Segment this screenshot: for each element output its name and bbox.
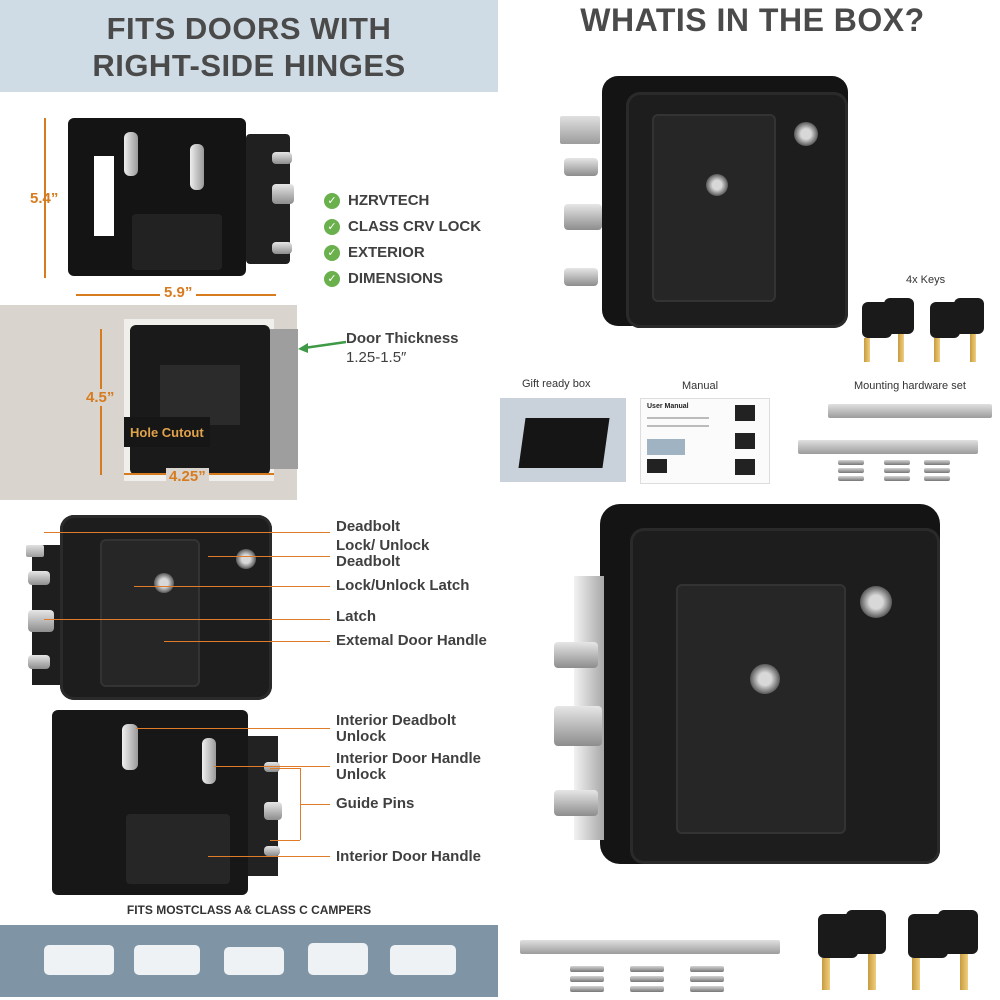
door-thickness-label: Door Thickness	[346, 330, 459, 347]
hole-cutout-label: Hole Cutout	[124, 417, 210, 447]
door-cutout-panel: Hole Cutout 4.5” 4.25”	[0, 305, 298, 500]
feature-item: ✓CLASS CRV LOCK	[324, 218, 499, 235]
keyhole-icon	[706, 174, 728, 196]
check-icon: ✓	[324, 192, 340, 209]
door-thickness-arrow	[298, 340, 347, 353]
hinge-header-line-2: RIGHT-SIDE HINGES	[92, 48, 406, 83]
interior-lock-dimensions: 5.4” 5.9”	[0, 100, 500, 301]
keyhole-icon	[860, 586, 892, 618]
keys-label: 4x Keys	[906, 274, 946, 286]
manual-title: User Manual	[647, 403, 689, 410]
camper-icon	[134, 945, 200, 975]
cutout-width-dimension: 4.25”	[166, 468, 209, 485]
keyhole-icon	[154, 573, 174, 593]
interior-lock-image	[68, 118, 246, 276]
camper-icon	[390, 945, 456, 975]
interior-lock-image-2	[52, 710, 282, 895]
camper-icon	[308, 943, 368, 975]
check-icon: ✓	[324, 218, 340, 235]
callout-external-handle: Extemal Door Handle	[336, 632, 487, 649]
callout-interior-handle: Interior Door Handle	[336, 848, 482, 865]
check-icon: ✓	[324, 270, 340, 287]
callout-interior-deadbolt: Interior Deadbolt Unlock	[336, 712, 457, 745]
camper-icon	[44, 945, 114, 975]
feature-item: ✓DIMENSIONS	[324, 270, 499, 287]
feature-list: ✓HZRVTECH ✓CLASS CRV LOCK ✓EXTERIOR ✓DIM…	[324, 192, 499, 287]
height-dimension: 5.4”	[30, 190, 59, 207]
callout-latch: Latch	[336, 608, 377, 625]
hardware-label: Mounting hardware set	[854, 380, 966, 392]
callout-lock-unlock-latch: Lock/Unlock Latch	[336, 577, 470, 594]
keys-image	[858, 292, 998, 372]
lock-product-image-top	[560, 56, 850, 336]
exterior-lock-image	[22, 515, 272, 700]
lock-product-image-large	[550, 500, 950, 880]
hinge-header: FITS DOORS WITH RIGHT-SIDE HINGES	[0, 10, 498, 84]
callout-interior-handle-unlock: Interior Door Handle Unlock	[336, 750, 482, 783]
keyhole-icon	[750, 664, 780, 694]
feature-item: ✓EXTERIOR	[324, 244, 499, 261]
manual-label: Manual	[682, 380, 719, 392]
campers-caption: FITS MOSTCLASS A& CLASS C CAMPERS	[126, 903, 372, 917]
gift-box-image	[500, 398, 626, 482]
callout-lock-unlock-deadbolt: Lock/ Unlock Deadbolt	[336, 537, 430, 570]
cutout-height-dimension: 4.5”	[86, 389, 115, 406]
campers-band	[0, 925, 498, 997]
keyhole-icon	[794, 122, 818, 146]
box-title: WHATIS IN THE BOX?	[580, 2, 925, 38]
hinge-header-line-1: FITS DOORS WITH	[106, 11, 392, 46]
width-dimension: 5.9”	[160, 284, 197, 301]
hardware-image	[798, 404, 994, 494]
mounted-lock-image	[130, 325, 270, 475]
gift-box-label: Gift ready box	[522, 378, 591, 390]
door-thickness: Door Thickness 1.25-1.5″	[346, 331, 459, 366]
header-band	[0, 0, 498, 92]
manual-image: User Manual	[640, 398, 770, 484]
hardware-image-bottom	[520, 932, 780, 998]
door-thickness-value: 1.25-1.5″	[346, 349, 407, 366]
camper-icon	[224, 947, 284, 975]
callout-guide-pins: Guide Pins	[336, 795, 415, 812]
keyhole-icon	[236, 549, 256, 569]
feature-item: ✓HZRVTECH	[324, 192, 499, 209]
callout-deadbolt: Deadbolt	[336, 518, 401, 535]
check-icon: ✓	[324, 244, 340, 261]
keys-image-bottom	[810, 900, 1000, 996]
